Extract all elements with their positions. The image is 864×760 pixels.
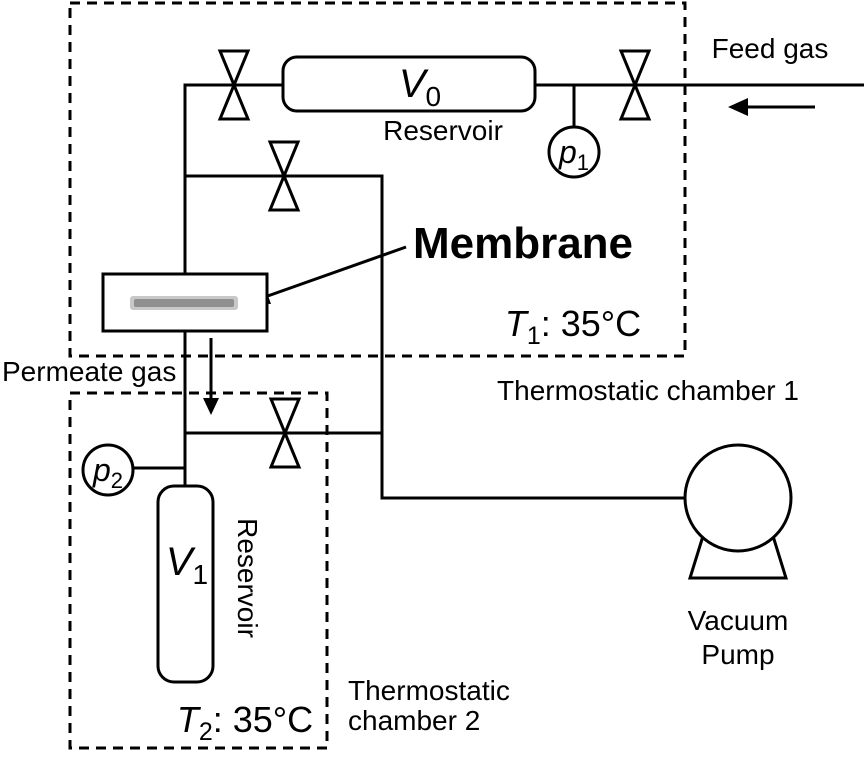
thermostatic-chamber-2-label-line1: Thermostatic (348, 675, 510, 706)
feed-gas-label: Feed gas (712, 33, 829, 64)
membrane-pointer-shaft (261, 245, 407, 300)
thermostatic-chamber-2-boundary (68, 391, 329, 750)
pipe-reservoir-to-membrane (183, 83, 283, 274)
permeate-reservoir-caption: Reservoir (232, 518, 263, 638)
valve-permeate-icon (268, 397, 302, 469)
chamber1-temperature-label: T1: 35°C (505, 303, 641, 350)
thermostatic-chamber-1-boundary (68, 1, 687, 358)
pressure-gauge-p2-label: p2 (92, 452, 123, 493)
vacuum-pump-body (683, 443, 793, 553)
vacuum-pump-label-line1: Vacuum (688, 605, 789, 636)
feed-flow-arrowhead (728, 98, 748, 116)
permeate-reservoir-volume-label: V1 (166, 540, 208, 590)
pressure-gauge-p1 (547, 125, 601, 179)
thermostatic-chamber-1-label: Thermostatic chamber 1 (497, 375, 799, 406)
permeate-flow-arrowhead (203, 398, 219, 415)
feed-reservoir-volume-label: V0 (399, 62, 441, 112)
valve-bypass-icon (267, 140, 301, 212)
valve-reservoir-inlet-icon (217, 49, 251, 121)
feed-flow-arrow-icon (728, 98, 815, 116)
membrane-label: Membrane (413, 219, 633, 268)
vacuum-pump-icon (683, 443, 793, 580)
permeate-gas-label: Permeate gas (2, 356, 176, 387)
permeate-flow-arrow-icon (203, 338, 219, 415)
pressure-gauge-p2 (81, 443, 135, 497)
thermostatic-chamber-2-label-line2: chamber 2 (348, 705, 480, 736)
feed-reservoir-vessel (281, 55, 537, 113)
vacuum-pump-label-line2: Pump (701, 639, 774, 670)
pressure-gauge-p1-label: p1 (558, 134, 589, 175)
membrane-strip (134, 299, 234, 307)
permeate-reservoir-vessel (156, 484, 215, 684)
valve-feed-icon (618, 49, 652, 121)
feed-reservoir-caption: Reservoir (383, 115, 503, 146)
chamber2-temperature-label: T2: 35°C (177, 699, 313, 746)
